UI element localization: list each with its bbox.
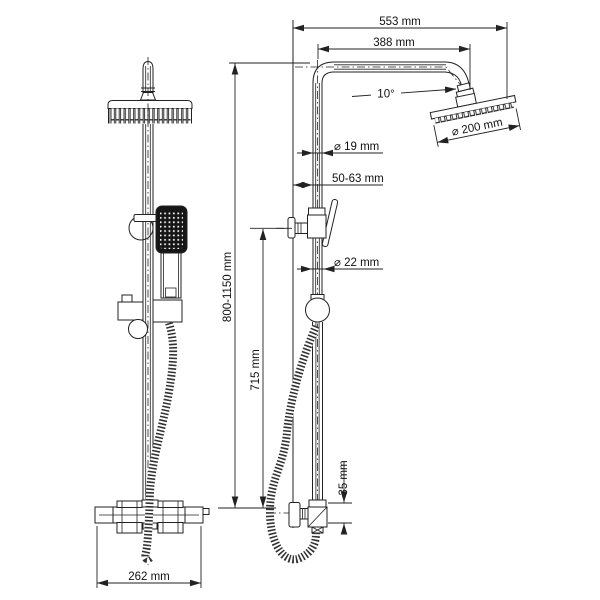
dim-lower-pipe-diameter: ⌀ 22 mm xyxy=(297,257,383,273)
dim-outlet-offset-label: 35 mm xyxy=(338,460,350,495)
dim-mixer-width-label: 262 mm xyxy=(128,571,170,583)
shower-arm xyxy=(312,61,471,92)
dim-column-height-label: 800-1150 mm xyxy=(222,252,234,322)
hand-shower-handle xyxy=(160,252,182,299)
dim-lower-section-height: 715 mm xyxy=(250,227,292,508)
dim-head-tilt: 10° xyxy=(351,86,457,101)
wall-outlet xyxy=(288,499,328,534)
dim-arm-reach: 388 mm xyxy=(317,37,471,90)
hand-shower xyxy=(155,205,188,299)
mixer-handle-right xyxy=(157,500,184,534)
side-view: ⌀ 200 mm 553 mm 388 mm 10° xyxy=(218,16,521,564)
dim-wall-clearance-label: 50-63 mm xyxy=(332,173,384,185)
dim-mixer-width: 262 mm xyxy=(96,526,202,588)
hand-shower-nozzles xyxy=(160,210,183,249)
dim-total-width: 553 mm xyxy=(293,16,508,99)
dim-outlet-offset: 35 mm xyxy=(328,460,352,535)
dim-lower-pipe-diameter-label: ⌀ 22 mm xyxy=(334,257,379,269)
shower-hose-front xyxy=(141,321,178,563)
dim-arm-reach-label: 388 mm xyxy=(373,37,415,49)
front-view: 262 mm xyxy=(94,57,210,588)
nozzle-row-side xyxy=(434,102,514,124)
centerline-arm xyxy=(295,66,464,89)
mixer-safety-button xyxy=(202,508,210,515)
mixer-handle-left xyxy=(116,500,143,534)
overhead-shower-front xyxy=(107,100,193,124)
outlet-wall-flange xyxy=(288,502,301,528)
swivel-ball xyxy=(305,294,330,323)
dim-head-diameter-label: ⌀ 200 mm xyxy=(451,117,504,139)
shower-hose-side xyxy=(265,324,320,564)
dim-wall-clearance: 50-63 mm xyxy=(293,173,384,189)
bracket-knob xyxy=(128,319,148,339)
dim-upper-pipe-diameter-label: ⌀ 19 mm xyxy=(334,141,379,153)
diverter xyxy=(287,198,339,248)
dim-upper-pipe-diameter: ⌀ 19 mm xyxy=(297,141,383,157)
dim-total-width-label: 553 mm xyxy=(379,16,421,28)
nozzle-row-front xyxy=(109,108,191,124)
dim-column-height: 800-1150 mm xyxy=(218,62,310,509)
overhead-shower-side: ⌀ 200 mm xyxy=(429,92,521,147)
dim-head-tilt-label: 10° xyxy=(377,89,394,101)
diverter-body xyxy=(307,214,327,239)
dim-lower-section-height-label: 715 mm xyxy=(250,349,262,391)
slider-bracket xyxy=(117,294,183,339)
diverter-wall-flange xyxy=(287,217,296,239)
